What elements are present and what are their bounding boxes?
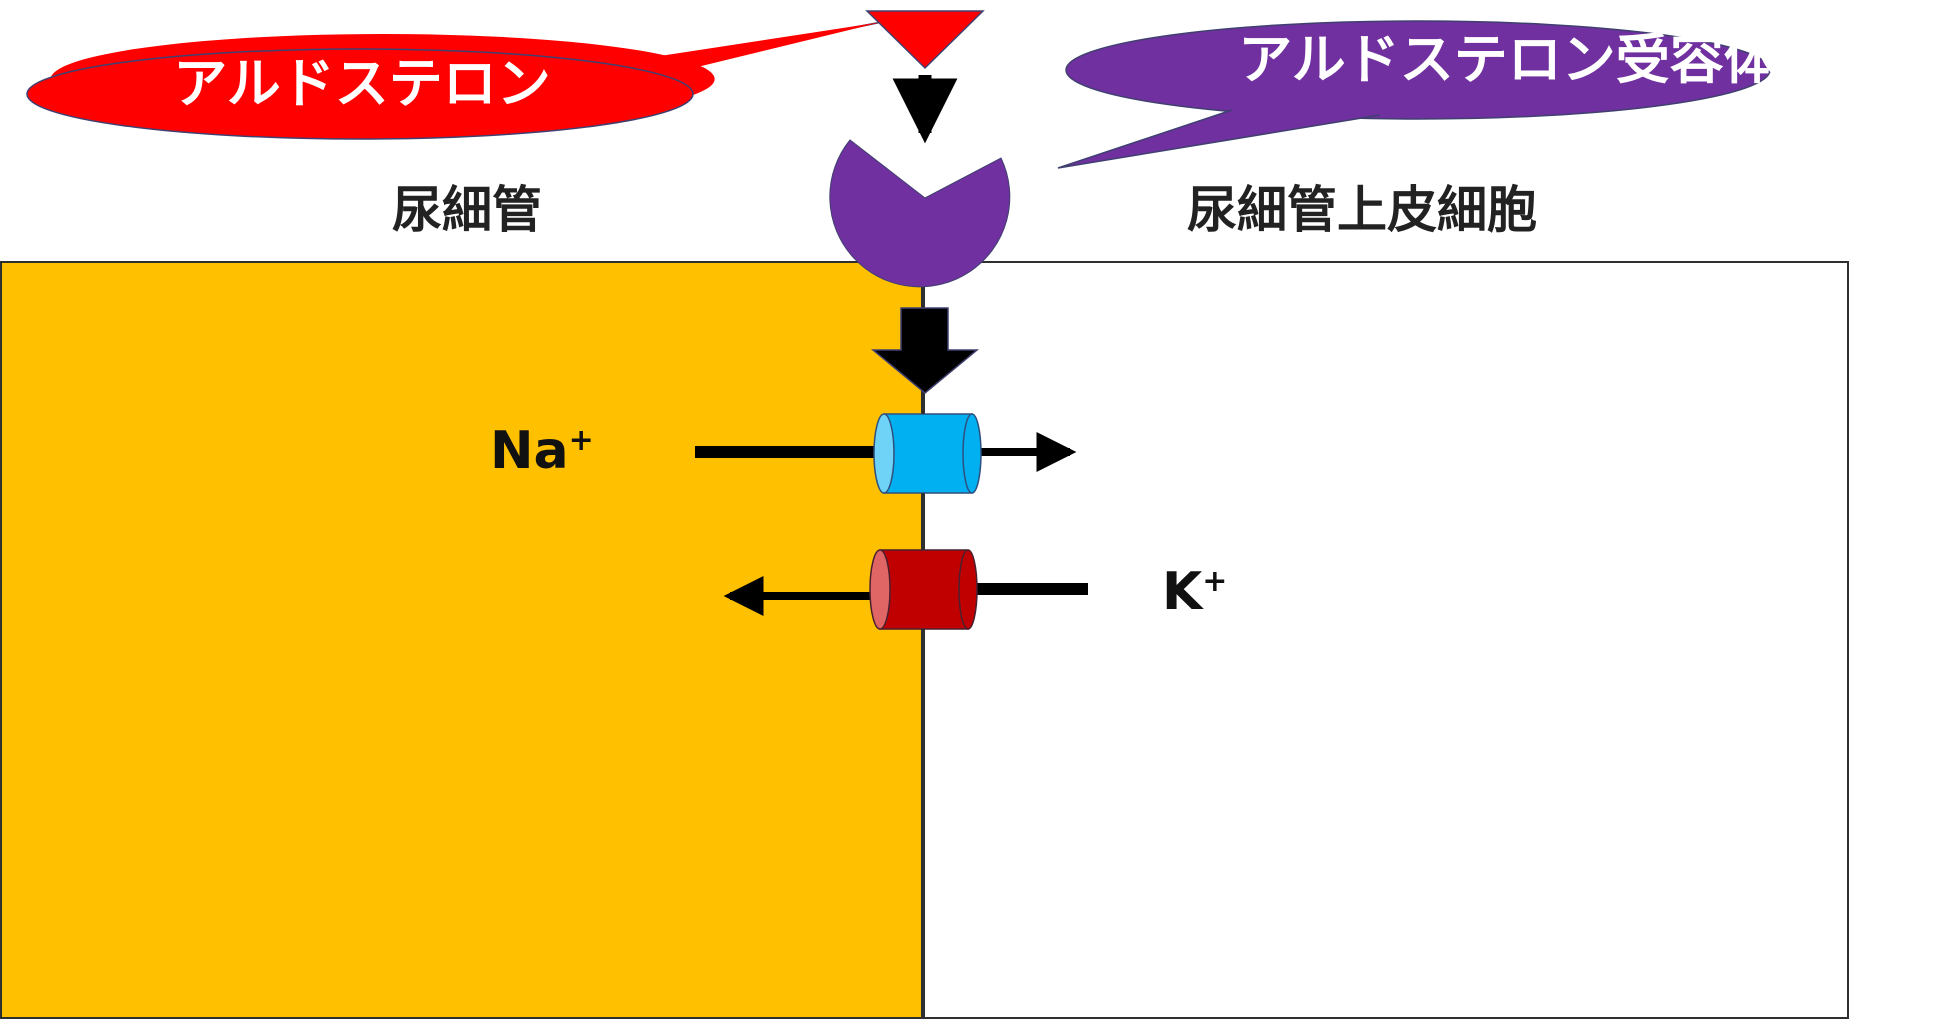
receptor-callout [1065, 20, 1771, 120]
k-ion-label: K+ [1162, 562, 1227, 622]
k-ion-charge: + [1202, 564, 1227, 599]
na-ion-charge: + [569, 423, 594, 458]
aldosterone-receptor [829, 139, 1011, 288]
na-channel [873, 413, 982, 494]
k-ion-symbol: K [1162, 562, 1204, 622]
epithelial-cell-label: 尿細管上皮細胞 [1187, 181, 1537, 239]
aldosterone-molecule [865, 10, 985, 70]
k-channel [869, 549, 978, 630]
epithelial-cell-region [923, 261, 1849, 1019]
aldosterone-label: アルドステロン [173, 52, 550, 115]
na-ion-label: Na+ [490, 421, 594, 481]
receptor-label: アルドステロン受容体 [1238, 28, 1777, 91]
tubule-label: 尿細管 [392, 181, 542, 239]
tubule-lumen-region [0, 261, 923, 1019]
na-ion-symbol: Na [490, 421, 569, 481]
signal-block-arrow [870, 307, 980, 394]
